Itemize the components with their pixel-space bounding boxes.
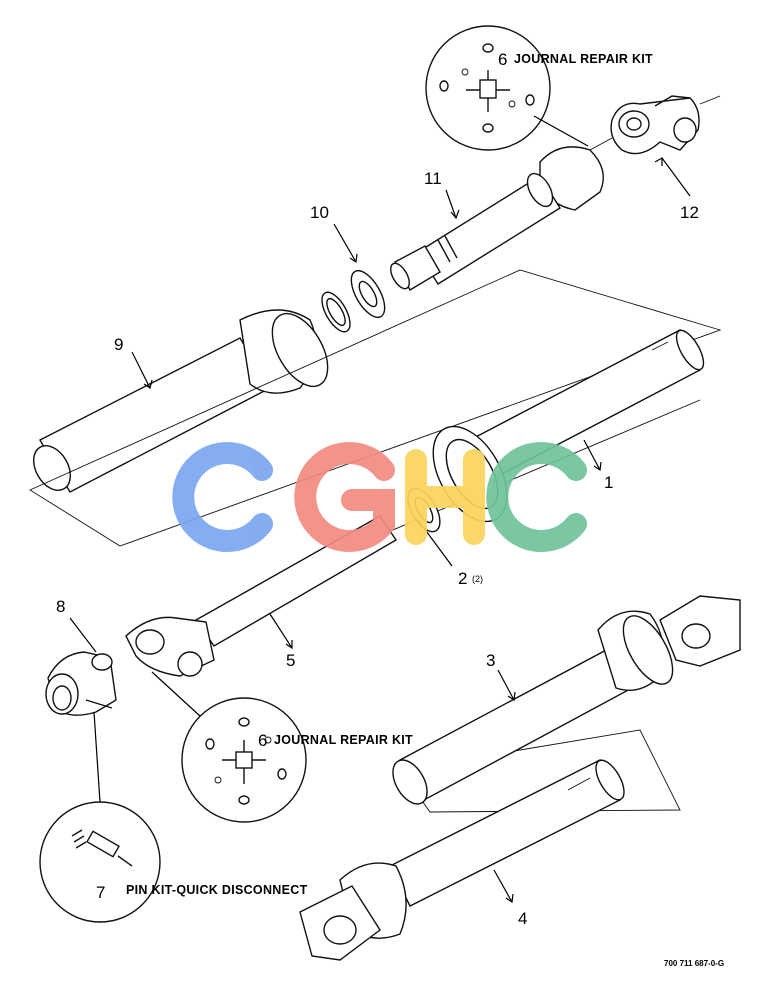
callout-10: 10 bbox=[310, 203, 329, 222]
callout-7: 7 bbox=[96, 883, 105, 902]
journal-repair-kit-label-bottom: JOURNAL REPAIR KIT bbox=[274, 733, 413, 747]
journal-kit-bottom-inset bbox=[151, 671, 307, 823]
callout-2: 2 bbox=[458, 569, 467, 588]
drawing-code: 700 711 687-0-G bbox=[664, 959, 724, 968]
cgsc-watermark-logo bbox=[172, 442, 587, 552]
callout-9: 9 bbox=[114, 335, 123, 354]
seal-rings-part-10 bbox=[321, 223, 386, 333]
watermark-letter-c2 bbox=[486, 442, 587, 552]
journal-kit-top-inset bbox=[425, 25, 589, 151]
watermark-letter-c1 bbox=[172, 442, 273, 552]
shaft-part-9 bbox=[32, 309, 329, 493]
watermark-letter-s bbox=[405, 449, 485, 545]
watermark-letter-g bbox=[294, 442, 395, 552]
shaft-part-4 bbox=[299, 759, 625, 961]
callout-6-top: 6 bbox=[498, 50, 507, 69]
callout-12: 12 bbox=[680, 203, 699, 222]
callout-5: 5 bbox=[286, 651, 295, 670]
callout-2-qty: (2) bbox=[472, 574, 483, 584]
callout-6-bottom: 6 bbox=[258, 731, 267, 750]
callout-11: 11 bbox=[424, 169, 442, 188]
callout-8: 8 bbox=[56, 597, 65, 616]
shaft-part-11 bbox=[390, 137, 613, 291]
yoke-part-12 bbox=[610, 95, 721, 197]
journal-repair-kit-label-top: JOURNAL REPAIR KIT bbox=[514, 52, 653, 66]
callout-4: 4 bbox=[518, 909, 527, 928]
pin-kit-label: PIN KIT-QUICK DISCONNECT bbox=[126, 883, 308, 897]
pin-kit-inset bbox=[39, 711, 161, 923]
callout-3: 3 bbox=[486, 651, 495, 670]
shaft-part-3 bbox=[392, 595, 741, 805]
yoke-part-8 bbox=[45, 617, 117, 716]
callout-1: 1 bbox=[604, 473, 613, 492]
